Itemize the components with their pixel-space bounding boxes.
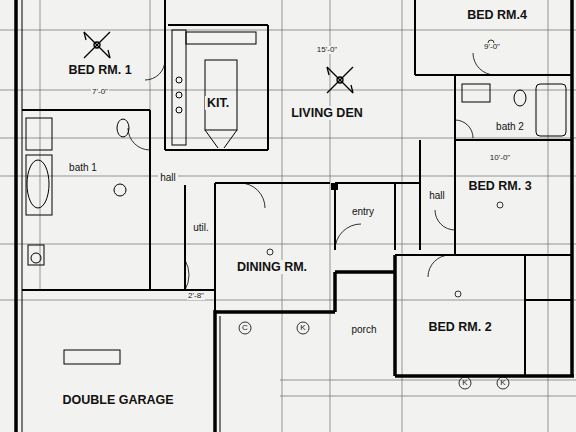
callout-letter: K [499,379,506,388]
dimension: 15'-0" [316,46,338,55]
room-label: DOUBLE GARAGE [60,393,175,407]
dimension: 2'-8" [187,292,205,301]
room-name: util. [191,222,211,234]
room-label: entry [350,206,376,218]
room-label: BED RM. 2 [426,320,493,334]
room-name: bath 1 [67,162,99,174]
dimension: 9'-0" [483,43,501,52]
room-label: DINING RM. [235,260,309,274]
room-label: BED RM.4 [465,8,529,22]
room-label: BED RM. 3 [466,179,533,193]
room-label: util. [191,222,211,234]
room-label: bath 1 [67,162,99,174]
room-name: porch [349,324,378,336]
dimension: 7'-0" [91,88,109,97]
callout-letter: C [241,324,249,333]
room-name: bath 2 [494,121,526,133]
room-name: LIVING DEN [289,106,365,120]
room-label: hall [158,172,178,184]
room-label: hall [427,190,447,202]
room-label: LIVING DEN [289,106,365,120]
room-name: hall [158,172,178,184]
room-name: BED RM.4 [465,8,529,22]
dimension: 10'-0" [489,154,511,163]
room-name: hall [427,190,447,202]
room-name: DINING RM. [235,260,309,274]
room-label: porch [349,324,378,336]
room-name: BED RM. 2 [426,320,493,334]
room-name: DOUBLE GARAGE [60,393,175,407]
room-name: BED RM. 3 [466,179,533,193]
room-name: entry [350,206,376,218]
room-name: BED RM. 1 [66,63,133,77]
room-label: KIT. [205,96,231,110]
room-name: KIT. [205,96,231,110]
callout-letter: K [461,379,468,388]
room-label: BED RM. 1 [66,63,133,77]
room-label: bath 2 [494,121,526,133]
callout-letter: K [299,324,306,333]
